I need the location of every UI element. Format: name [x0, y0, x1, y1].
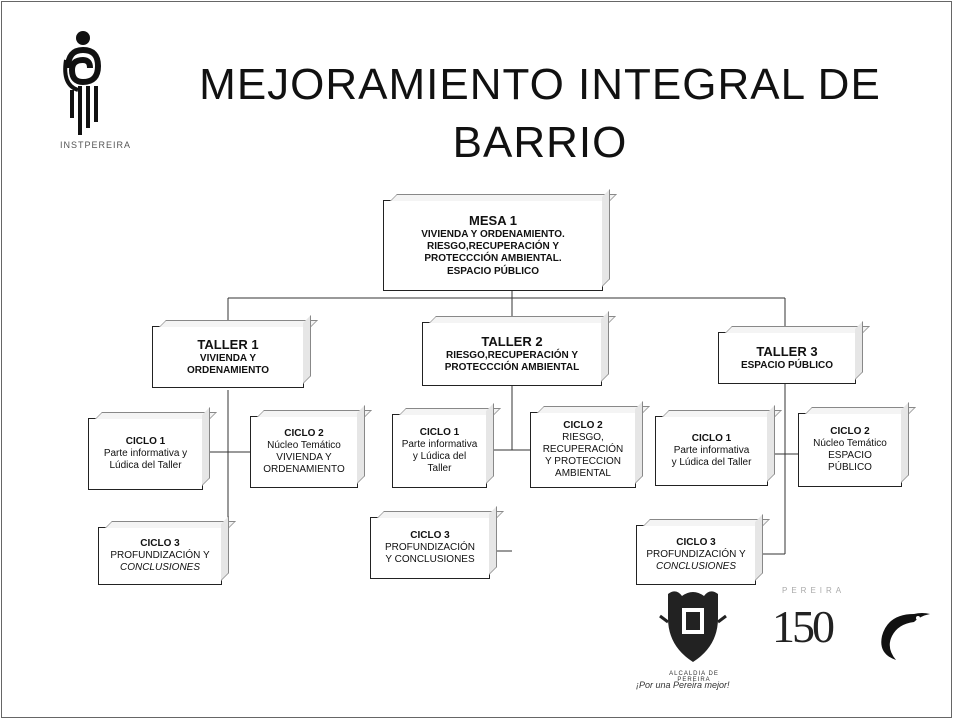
mesa-line: PROTECCCIÓN AMBIENTAL. [424, 253, 562, 265]
taller-node: TALLER 3 ESPACIO PÚBLICO [718, 332, 856, 384]
bird-logo-icon [881, 613, 930, 660]
ciclo-line: Núcleo Temático [813, 437, 887, 449]
alcaldia-shield-icon [659, 591, 727, 662]
ciclo-line: ESPACIO [828, 450, 872, 461]
taller-node: TALLER 2 RIESGO,RECUPERACIÓN Y PROTECCCI… [422, 322, 602, 386]
taller-sub: RIESGO,RECUPERACIÓN Y [445, 349, 579, 361]
ciclo-line: Taller [427, 463, 452, 475]
ciclo-title: CICLO 3 [410, 529, 450, 541]
taller-title: TALLER 1 [197, 336, 259, 352]
ciclo-line: Parte informativa y [103, 447, 188, 459]
taller-sub: VIVIENDA Y [199, 352, 257, 364]
ciclo-title: CICLO 2 [830, 425, 870, 437]
mesa-line: RIESGO,RECUPERACIÓN Y [426, 241, 560, 253]
ciclo-node: CICLO 2 RIESGO, RECUPERACIÓN Y PROTECCIO… [530, 412, 636, 488]
page-title: MEJORAMIENTO INTEGRAL DE [199, 60, 881, 109]
ciclo-node: CICLO 2 Núcleo Temático ESPACIO PÚBLICO [798, 413, 902, 487]
ciclo-node: CICLO 3 PROFUNDIZACIÓN Y CONCLUSIONES [636, 525, 756, 585]
ciclo-line: Y PROTECCION [545, 456, 621, 468]
pereira-caption: PEREIRA [782, 586, 846, 595]
ciclo-title: CICLO 3 [140, 537, 180, 549]
ciclo-line: Parte informativa [401, 438, 478, 450]
ciclo-title: CICLO 1 [125, 435, 166, 447]
taller-sub: ORDENAMIENTO [186, 364, 270, 376]
page-title-line2: BARRIO [452, 118, 628, 167]
ciclo-line: RECUPERACIÓN [542, 443, 624, 455]
ciclo-line: PROFUNDIZACIÓN [385, 541, 475, 553]
mesa-line: VIVIENDA Y ORDENAMIENTO. [421, 229, 565, 241]
ciclo-node: CICLO 1 Parte informativa y Lúdica del T… [392, 414, 487, 488]
ciclo-line: Núcleo Temático [267, 439, 341, 451]
ciclo-line: PROFUNDIZACIÓN Y [646, 548, 746, 560]
ciclo-title: CICLO 1 [419, 426, 460, 438]
taller-title: TALLER 2 [481, 333, 543, 349]
taller-sub: ESPACIO PÚBLICO [740, 359, 834, 371]
ciclo-line: PÚBLICO [828, 462, 872, 474]
ciclo-title: CICLO 2 [284, 427, 324, 439]
mesa-node: MESA 1 VIVIENDA Y ORDENAMIENTO. RIESGO,R… [383, 200, 603, 291]
ciclo-line: y Lúdica del Taller [671, 457, 752, 469]
ciclo-line: Lúdica del Taller [109, 460, 182, 472]
taller-title: TALLER 3 [756, 343, 818, 359]
alcaldia-caption: ALCALDIA DE PEREIRA [669, 671, 719, 683]
ciclo-title: CICLO 2 [563, 419, 603, 431]
ciclo-line: ORDENAMIENTO [263, 464, 345, 476]
ciclo-title: CICLO 3 [676, 536, 716, 548]
taller-node: TALLER 1 VIVIENDA Y ORDENAMIENTO [152, 326, 304, 388]
ciclo-line: CONCLUSIONES [655, 561, 736, 573]
logo-caption: INSTPEREIRA [60, 140, 132, 150]
ciclo-line: PROFUNDIZACIÓN Y [110, 549, 210, 561]
ciclo-node: CICLO 3 PROFUNDIZACIÓN Y CONCLUSIONES [98, 527, 222, 585]
ciclo-node: CICLO 1 Parte informativa y Lúdica del T… [655, 416, 768, 486]
inst-logo-icon [63, 31, 102, 135]
slogan: ¡Por una Pereira mejor! [636, 680, 730, 690]
ciclo-line: RIESGO, [562, 431, 604, 443]
taller-sub: PROTECCCIÓN AMBIENTAL [444, 361, 580, 373]
mesa-title: MESA 1 [469, 213, 517, 229]
ciclo-line: Parte informativa [673, 444, 750, 456]
mesa-line: ESPACIO PÚBLICO [446, 265, 540, 277]
ciclo-node: CICLO 2 Núcleo Temático VIVIENDA Y ORDEN… [250, 416, 358, 488]
ciclo-line: CONCLUSIONES [119, 562, 200, 574]
ciclo-line: y Lúdica del [412, 451, 467, 462]
pereira-150-logo-icon: 150 [772, 601, 835, 652]
ciclo-line: Y CONCLUSIONES [385, 554, 475, 566]
ciclo-line: VIVIENDA Y [276, 452, 332, 463]
ciclo-node: CICLO 3 PROFUNDIZACIÓN Y CONCLUSIONES [370, 517, 490, 579]
ciclo-node: CICLO 1 Parte informativa y Lúdica del T… [88, 418, 203, 490]
ciclo-title: CICLO 1 [691, 432, 732, 444]
ciclo-line: AMBIENTAL [555, 468, 611, 480]
